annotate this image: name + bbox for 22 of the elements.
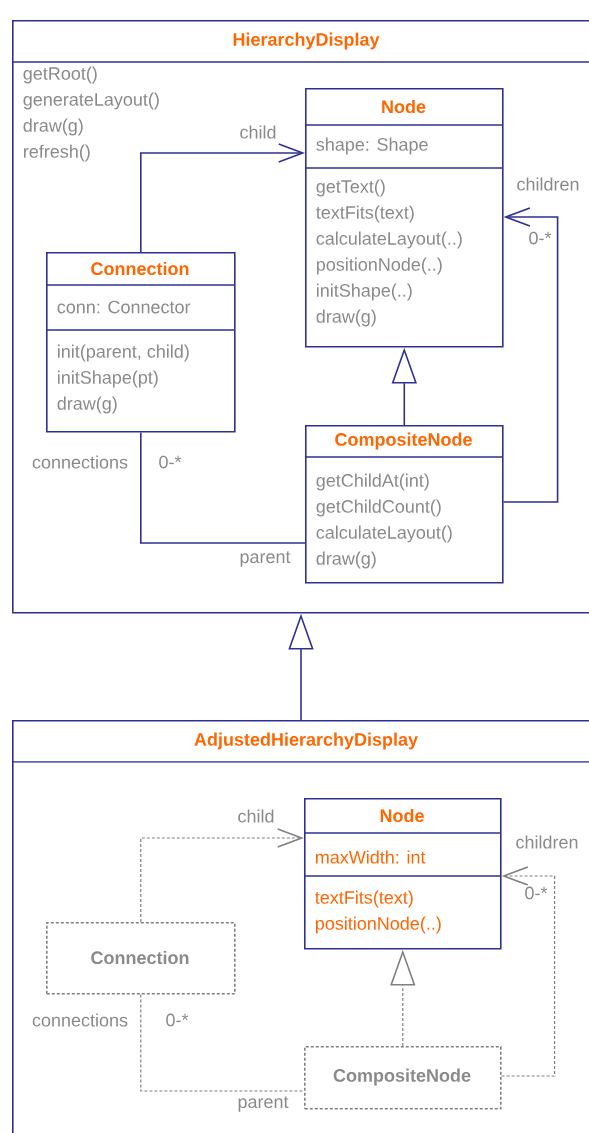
class-box: Node maxWidth: int textFits(text) positionNode(..) <box>303 798 502 950</box>
multiplicity-label: 0-* <box>157 454 183 470</box>
class-box: Connection <box>46 922 236 995</box>
edge-label: child <box>238 124 278 140</box>
multiplicity-label: 0-* <box>523 885 549 901</box>
multiplicity-label: 0-* <box>527 230 553 246</box>
connector-arrow <box>502 207 559 503</box>
class-box: CompositeNode <box>304 1046 502 1110</box>
edge-label: children <box>514 834 580 850</box>
edge-label: children <box>515 176 581 192</box>
class-box: CompositeNode getChildAt(int) getChildCount() calculateLayout() draw(g) <box>304 425 504 584</box>
connector-arrow <box>140 828 304 923</box>
class-box: Node shape: Shape getText() textFits(text) calculateLayout(..) positionNode(..) initShape(..) draw(g) <box>304 88 504 348</box>
edge-label: parent <box>236 1095 290 1113</box>
edge-label: child <box>236 808 276 824</box>
multiplicity-label: connections <box>30 454 130 470</box>
connector-arrow <box>140 143 305 253</box>
multiplicity-label: 0-* <box>164 1012 190 1028</box>
connector-arrow <box>501 866 556 1077</box>
multiplicity-label: connections <box>30 1012 130 1028</box>
edge-label: parent <box>238 550 292 568</box>
class-box: Connection conn: Connector init(parent, child) initShape(pt) draw(g) <box>45 252 236 433</box>
